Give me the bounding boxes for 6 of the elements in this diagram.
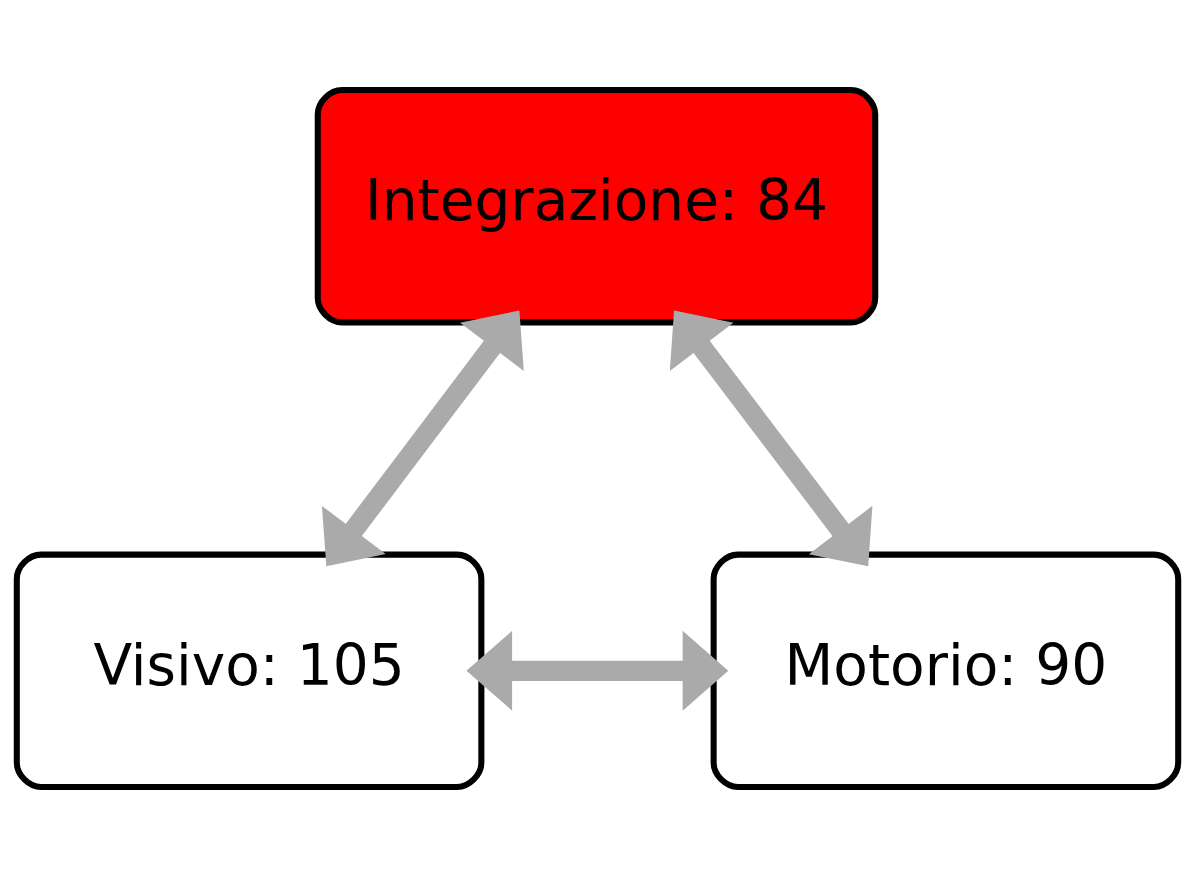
node-box: Motorio: 90 bbox=[710, 551, 1182, 790]
node-box: Visivo: 105 bbox=[13, 551, 485, 790]
node-box: Integrazione: 84 bbox=[314, 87, 879, 326]
arrow bbox=[321, 310, 524, 567]
arrow bbox=[466, 630, 729, 711]
arrow bbox=[669, 310, 873, 567]
